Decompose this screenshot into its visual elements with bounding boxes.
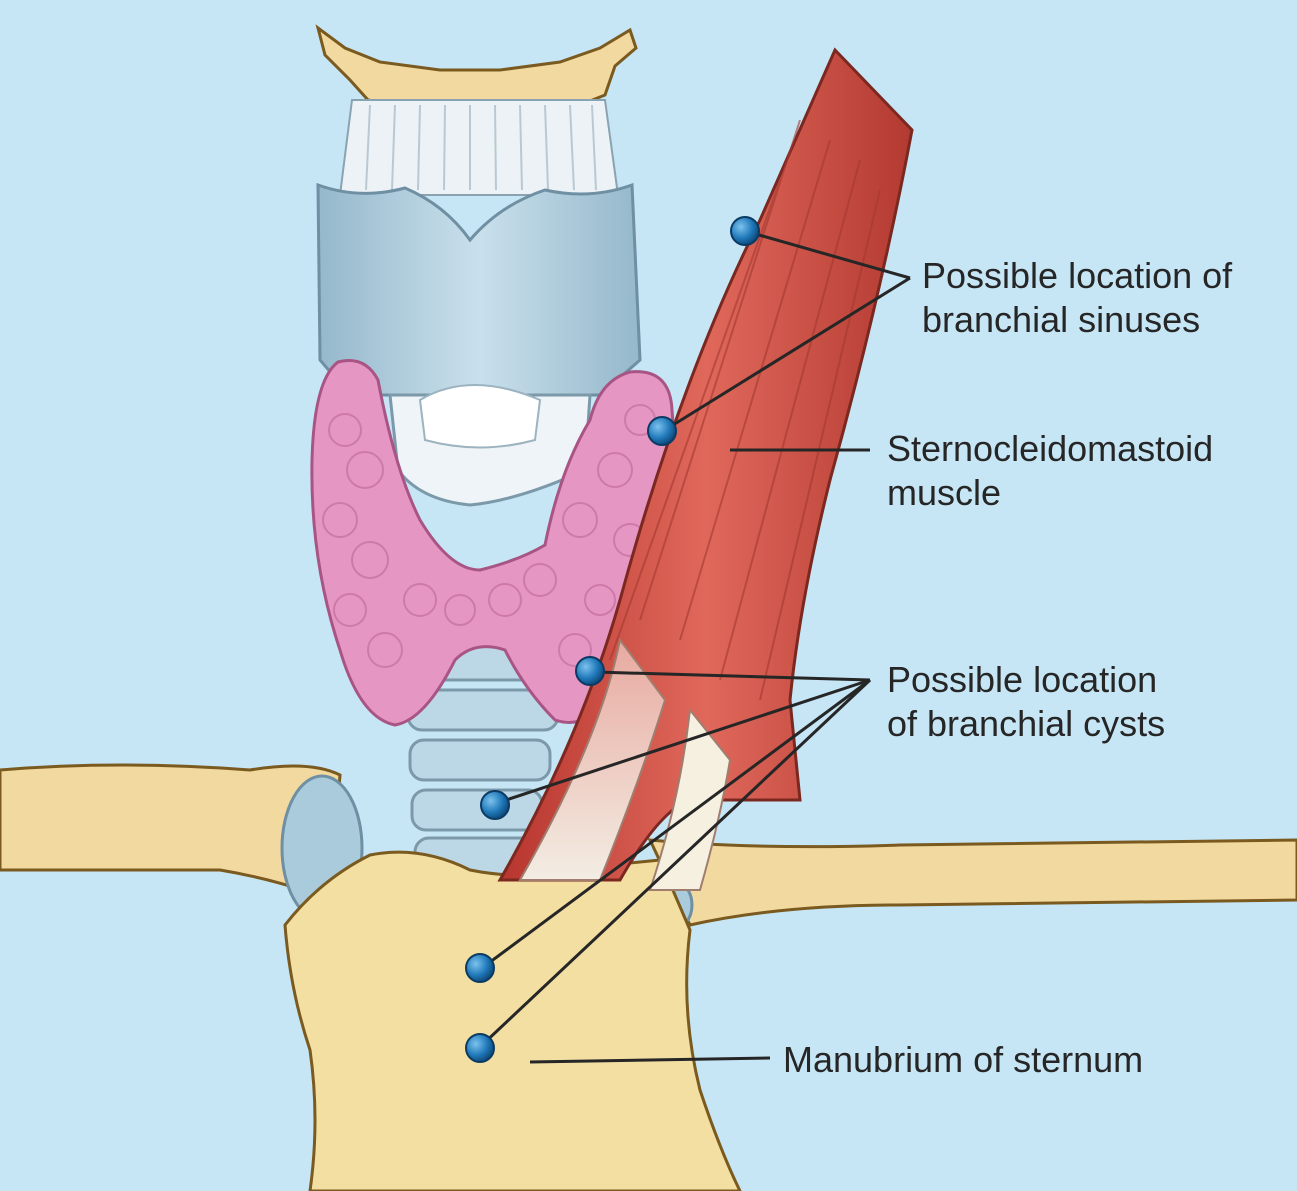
label-branchial-sinuses: Possible location of branchial sinuses bbox=[922, 254, 1232, 342]
blue-dot-icon bbox=[481, 791, 509, 819]
label-branchial-cysts: Possible location of branchial cysts bbox=[887, 658, 1165, 746]
label-line: Sternocleidomastoid bbox=[887, 427, 1213, 471]
thyroid-cartilage bbox=[318, 185, 640, 395]
blue-dot-icon bbox=[731, 217, 759, 245]
label-line: Manubrium of sternum bbox=[783, 1038, 1143, 1082]
manubrium bbox=[285, 852, 740, 1191]
blue-dot-icon bbox=[576, 657, 604, 685]
right-clavicle bbox=[650, 840, 1297, 925]
label-manubrium: Manubrium of sternum bbox=[783, 1038, 1143, 1082]
label-line: muscle bbox=[887, 471, 1213, 515]
label-line: Possible location bbox=[887, 658, 1165, 702]
thyrohyoid-membrane bbox=[340, 100, 618, 195]
blue-dot-icon bbox=[648, 417, 676, 445]
label-sternocleidomastoid: Sternocleidomastoid muscle bbox=[887, 427, 1213, 515]
blue-dot-icon bbox=[466, 954, 494, 982]
label-line: Possible location of bbox=[922, 254, 1232, 298]
label-line: branchial sinuses bbox=[922, 298, 1232, 342]
label-line: of branchial cysts bbox=[887, 702, 1165, 746]
blue-dot-icon bbox=[466, 1034, 494, 1062]
